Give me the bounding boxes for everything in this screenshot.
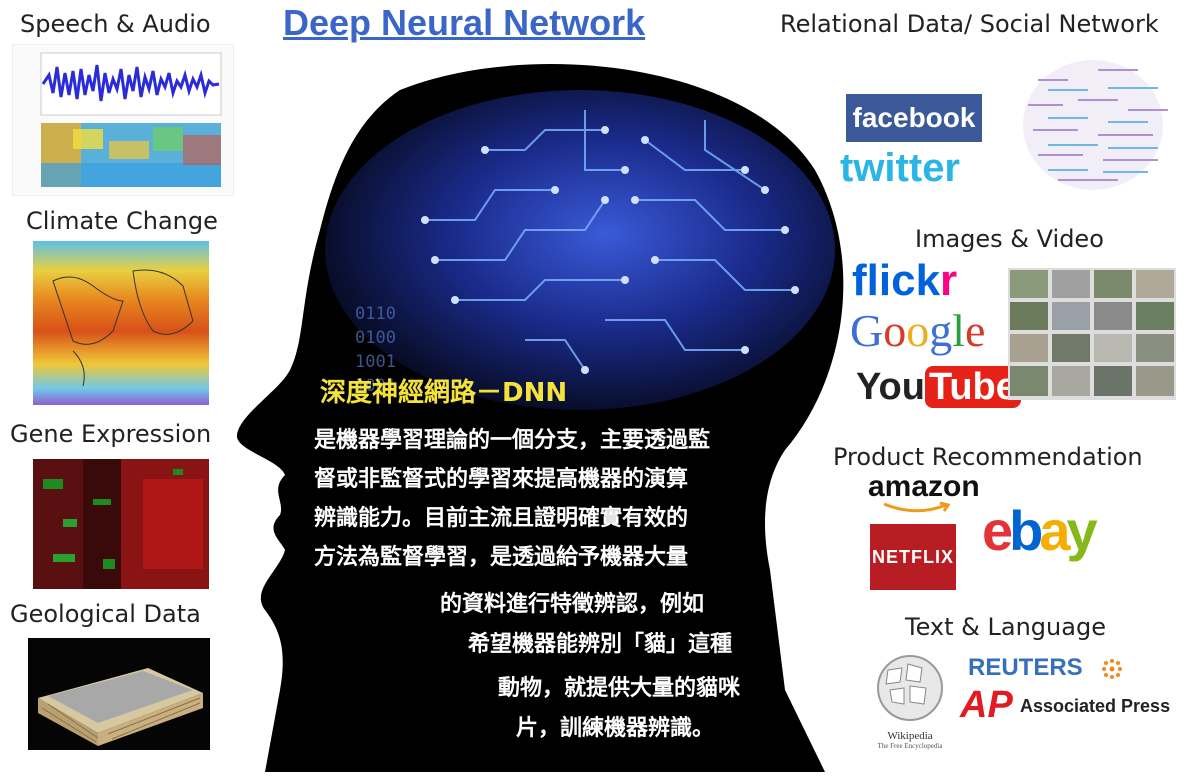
google-letter: o (883, 305, 907, 356)
speech-audio-panel (12, 44, 234, 196)
ebay-letter: y (1066, 499, 1098, 562)
associated-press-wordmark: Associated Press (1020, 696, 1171, 716)
geological-data-label: Geological Data (10, 600, 201, 628)
wikipedia-globe-icon (877, 655, 943, 721)
climate-change-label: Climate Change (26, 207, 218, 235)
speech-audio-label: Speech & Audio (20, 10, 211, 38)
binary-line: 0100 (355, 328, 396, 348)
dnn-text-line: 動物，就提供大量的貓咪 (498, 676, 741, 701)
social-network-graph-image (1008, 50, 1178, 200)
dnn-text-line: 方法為監督學習，是透過給予機器大量 (314, 545, 689, 570)
amazon-smile-icon (880, 500, 952, 514)
binary-line: 0110 (355, 304, 396, 324)
reuters-logo: REUTERS (968, 654, 1083, 681)
relational-data-label: Relational Data/ Social Network (780, 10, 1159, 38)
facebook-logo: facebook (846, 94, 982, 142)
google-letter: G (850, 305, 884, 356)
dnn-text-line: 的資料進行特徵辨認，例如 (440, 592, 705, 617)
netflix-logo: NETFLIX (870, 524, 956, 590)
dnn-text-line: 是機器學習理論的一個分支，主要透過監 (314, 428, 711, 453)
binary-line: 1001 (355, 376, 396, 396)
google-letter: g (929, 305, 953, 356)
product-recommendation-label: Product Recommendation (833, 443, 1143, 471)
wikipedia-wordmark: Wikipedia (887, 730, 933, 742)
flickr-logo-r: r (940, 256, 958, 305)
flickr-logo-text: flick (852, 256, 941, 305)
image-grid-thumbnails (1008, 268, 1176, 400)
head-silhouette (225, 50, 865, 772)
dnn-text-line: 片，訓練機器辨識。 (516, 716, 715, 741)
ebay-logo: ebay (982, 498, 1098, 563)
binary-digits: 0110 0100 1001 1001 (355, 302, 396, 398)
dnn-text-line: 希望機器能辨別「貓」這種 (468, 632, 733, 657)
ebay-letter: e (982, 499, 1013, 562)
twitter-logo: twitter (840, 146, 960, 190)
google-letter: l (952, 305, 966, 356)
geological-image (28, 638, 210, 750)
ebay-letter: a (1039, 499, 1070, 562)
gene-heatmap-image (33, 459, 209, 589)
climate-map-image (33, 241, 209, 405)
binary-line: 1001 (355, 352, 396, 372)
dnn-text-line: 督或非監督式的學習來提高機器的演算 (314, 467, 689, 492)
text-language-label: Text & Language (905, 613, 1106, 641)
google-letter: e (965, 305, 986, 356)
flickr-logo: flickr (852, 256, 957, 306)
google-logo: Google (850, 304, 985, 357)
audio-waveform-image (40, 52, 222, 187)
youtube-you: You (856, 366, 925, 408)
images-video-label: Images & Video (915, 225, 1104, 253)
youtube-tube: Tube (924, 366, 1021, 408)
dnn-heading: 深度神經網路－DNN (320, 378, 568, 408)
gene-expression-label: Gene Expression (10, 420, 212, 448)
google-letter: o (906, 305, 930, 356)
amazon-logo: amazon (868, 470, 980, 503)
wikipedia-tagline: The Free Encyclopedia (877, 742, 943, 750)
wikipedia-logo: Wikipedia The Free Encyclopedia (868, 650, 952, 750)
ebay-letter: b (1009, 499, 1043, 562)
dnn-text-line: 辨識能力。目前主流且證明確實有效的 (314, 506, 689, 531)
reuters-dots-icon (1100, 657, 1124, 681)
ap-logo: AP (960, 684, 1013, 726)
page-title: Deep Neural Network (283, 2, 646, 43)
